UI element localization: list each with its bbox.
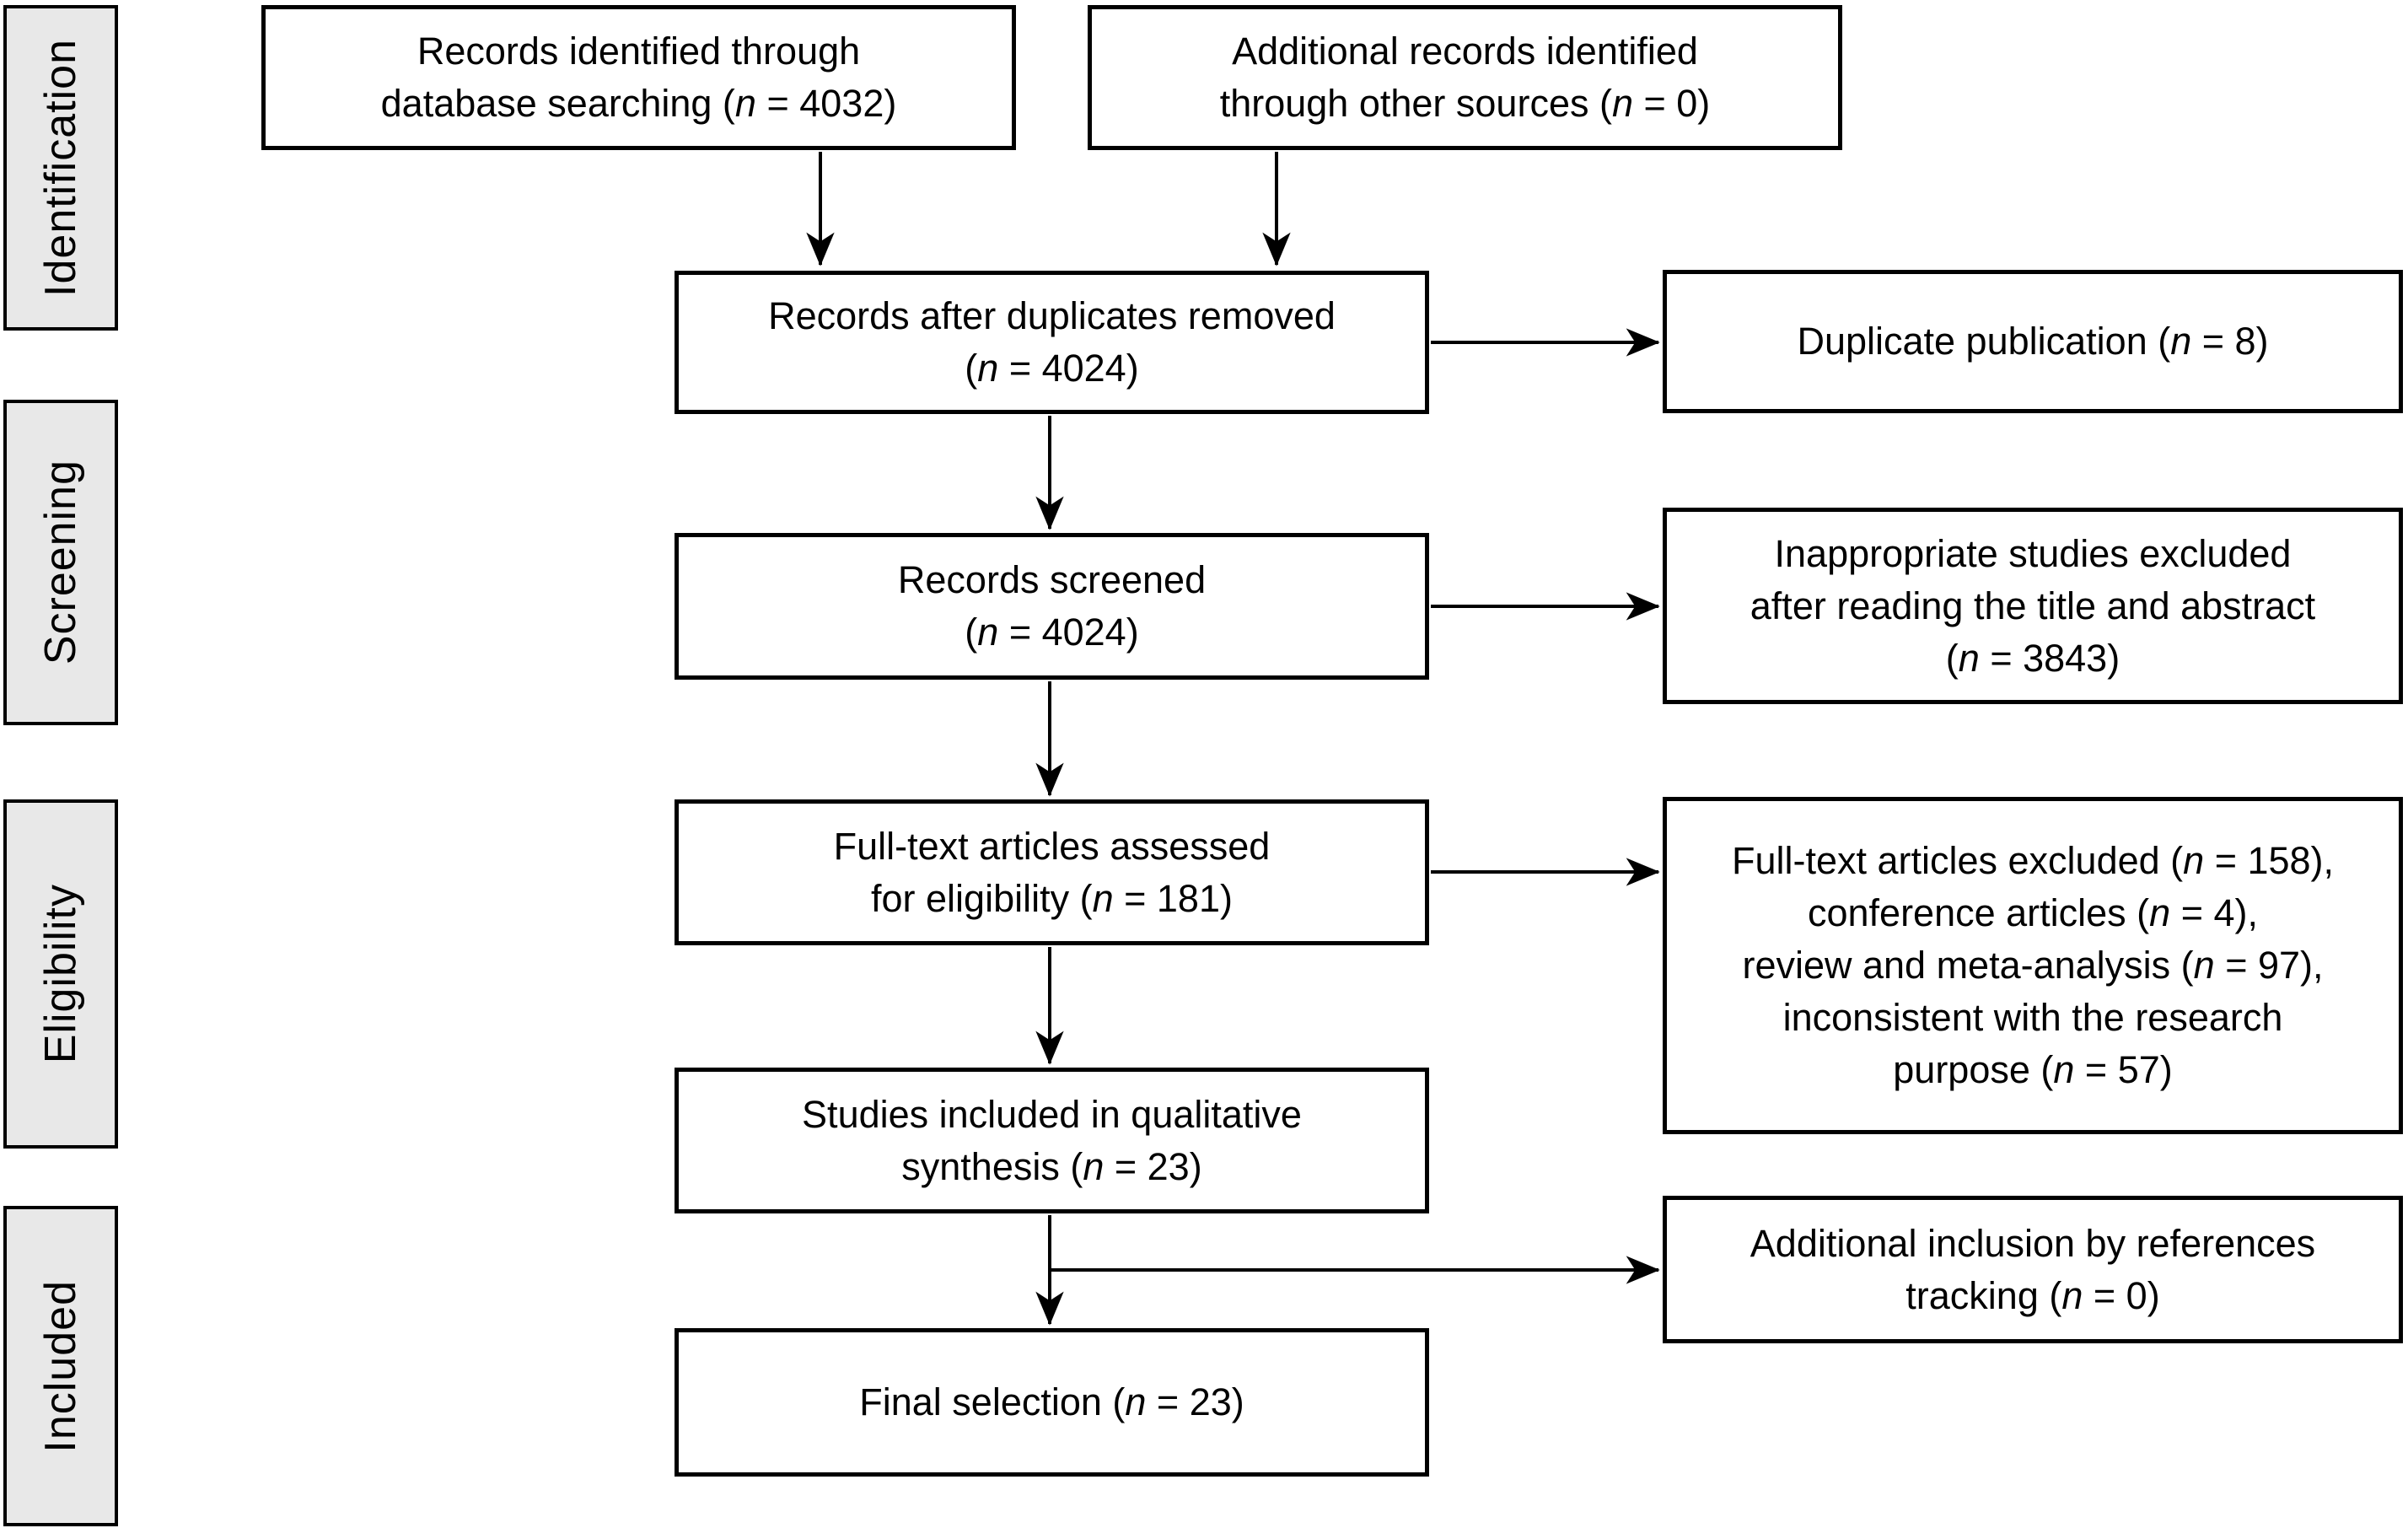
box-records-screened: Records screened(n = 4024) xyxy=(675,533,1429,680)
box-fulltext-excluded: Full-text articles excluded (n = 158),co… xyxy=(1663,797,2403,1134)
stage-label-text: Screening xyxy=(36,460,85,665)
stage-label-text: Included xyxy=(36,1279,85,1453)
box-final-selection: Final selection (n = 23) xyxy=(675,1328,1429,1477)
stage-label-screening: Screening xyxy=(3,400,118,725)
stage-label-text: Eligibility xyxy=(36,884,85,1064)
box-text: Full-text articles excluded (n = 158),co… xyxy=(1731,839,2335,1091)
box-text: Duplicate publication (n = 8) xyxy=(1797,320,2269,363)
stage-label-included: Included xyxy=(3,1206,118,1526)
box-text: Records screened(n = 4024) xyxy=(897,558,1207,654)
stage-label-identification: Identification xyxy=(3,5,118,331)
stage-label-eligibility: Eligibility xyxy=(3,799,118,1149)
stage-label-text: Identification xyxy=(36,39,85,297)
box-text: Final selection (n = 23) xyxy=(859,1380,1244,1423)
box-text: Records after duplicates removed(n = 402… xyxy=(768,294,1336,390)
box-records-after-duplicates-removed: Records after duplicates removed(n = 402… xyxy=(675,271,1429,414)
box-duplicate-publication: Duplicate publication (n = 8) xyxy=(1663,270,2403,413)
